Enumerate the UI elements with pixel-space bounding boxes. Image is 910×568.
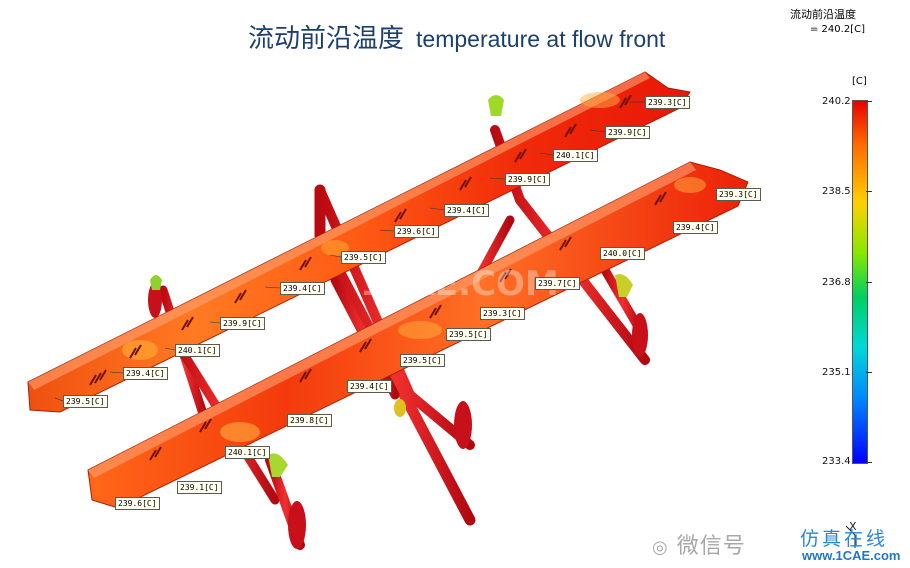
title-chinese: 流动前沿温度 (248, 24, 405, 54)
probe-tag[interactable]: 239.4[C] (444, 204, 489, 217)
axis-x-label: X (849, 520, 857, 533)
wechat-icon: ◎ (652, 537, 669, 558)
center-watermark: 1CAE.COM (360, 264, 559, 304)
page-title: 流动前沿温度 temperature at flow front (248, 18, 665, 55)
probe-tag[interactable]: 240.1[C] (553, 149, 598, 162)
scale-tick (866, 101, 872, 102)
probe-tag[interactable]: 239.4[C] (673, 221, 718, 234)
legend-unit: [C] (852, 76, 867, 87)
probe-tag[interactable]: 239.3[C] (645, 96, 690, 109)
probe-tag[interactable]: 239.9[C] (220, 317, 265, 330)
scale-label: 235.1 (822, 367, 851, 378)
scale-tick (866, 282, 872, 283)
scale-tick (866, 372, 872, 373)
scale-tick (866, 191, 872, 192)
probe-tag[interactable]: 239.7[C] (535, 277, 580, 290)
scale-label: 236.8 (822, 277, 851, 288)
wechat-watermark-text: 微信号 (676, 534, 746, 559)
probe-tag[interactable]: 239.6[C] (394, 225, 439, 238)
probe-tag[interactable]: 239.4[C] (123, 367, 168, 380)
probe-tag[interactable]: 239.1[C] (177, 481, 222, 494)
probe-tag[interactable]: 240.0[C] (600, 247, 645, 260)
wechat-watermark: ◎ 微信号 (652, 528, 746, 560)
site-url: www.1CAE.com (802, 548, 901, 563)
probe-tag[interactable]: 239.9[C] (505, 173, 550, 186)
probe-tag[interactable]: 239.3[C] (716, 188, 761, 201)
legend-heading: 流动前沿温度 (790, 8, 856, 21)
probe-tag[interactable]: 239.4[C] (280, 282, 325, 295)
probe-tag[interactable]: 240.1[C] (175, 344, 220, 357)
site-watermark: 仿真在线 (800, 528, 889, 550)
legend-max-readout: = 240.2[C] (810, 24, 865, 35)
probe-tag[interactable]: 239.5[C] (446, 328, 491, 341)
probe-tag[interactable]: 239.3[C] (480, 307, 525, 320)
rib-slots (89, 94, 667, 461)
probe-tag[interactable]: 239.4[C] (347, 380, 392, 393)
axis-triad-icon (845, 525, 856, 548)
scale-label: 238.5 (822, 186, 851, 197)
scale-label-min: 233.4 (822, 456, 851, 467)
probe-tag[interactable]: 239.5[C] (63, 395, 108, 408)
probe-tag[interactable]: 239.5[C] (400, 354, 445, 367)
probe-tag[interactable]: 239.5[C] (341, 251, 386, 264)
probe-tag[interactable]: 239.8[C] (287, 414, 332, 427)
probe-tag[interactable]: 239.6[C] (115, 497, 160, 510)
scale-label-max: 240.2 (822, 96, 851, 107)
gate-tips (148, 95, 648, 549)
scale-tick (866, 462, 872, 463)
probe-tag[interactable]: 240.1[C] (225, 446, 270, 459)
probe-leaders (54, 101, 645, 402)
title-english: temperature at flow front (416, 26, 666, 52)
probe-tag[interactable]: 239.9[C] (605, 126, 650, 139)
